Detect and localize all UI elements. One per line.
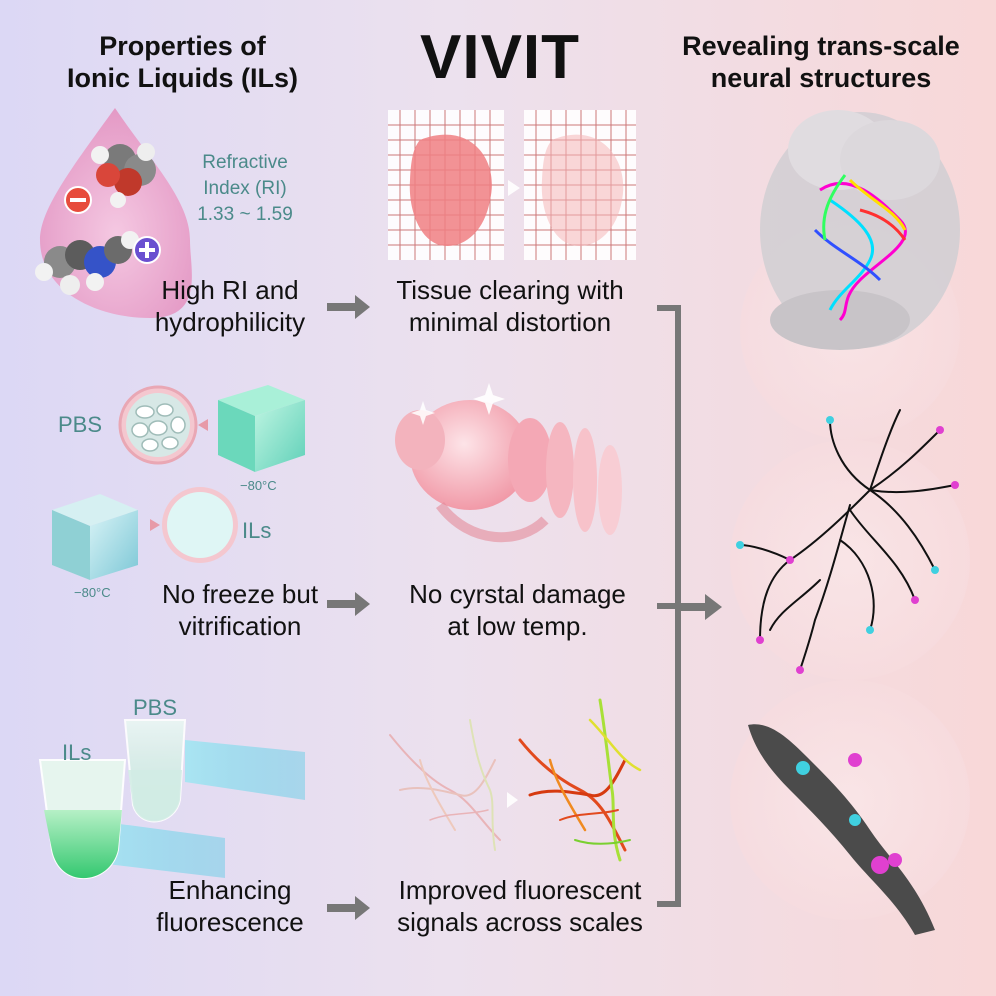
header-right: Revealing trans-scale neural structures — [666, 30, 976, 94]
row2-effect: No cyrstal damage at low temp. — [385, 578, 650, 642]
row2-effect-line1: No cyrstal damage — [409, 579, 626, 609]
row1-effect-line1: Tissue clearing with — [396, 275, 624, 305]
header-right-line2: neural structures — [710, 63, 932, 93]
row3-effect: Improved fluorescent signals across scal… — [380, 874, 660, 938]
row2-effect-line2: at low temp. — [447, 611, 588, 641]
page-title: VIVIT — [420, 23, 581, 92]
ri-line1: Refractive — [202, 152, 288, 173]
ri-line3: 1.33 ~ 1.59 — [197, 204, 293, 225]
row2-property: No freeze but vitrification — [130, 578, 350, 642]
header-left-line1: Properties of — [99, 31, 266, 61]
vitrify-arrow-icon — [150, 519, 160, 531]
arrow-row2 — [327, 592, 370, 616]
pbs-ice-crystal-icon — [118, 385, 198, 465]
header-left: Properties of Ionic Liquids (ILs) — [30, 30, 335, 94]
clearing-arrow-icon — [508, 180, 520, 196]
frozen-cube-icon — [218, 385, 305, 472]
arrow-row1 — [327, 295, 370, 319]
fluorescence-beam-bottom — [90, 820, 225, 878]
row1-property: High RI and hydrophilicity — [110, 274, 350, 338]
pbs-tube-icon — [123, 719, 187, 823]
ionic-liquid-droplet-icon — [35, 108, 192, 318]
il-clear-circle-icon — [162, 487, 238, 563]
row2-property-line1: No freeze but — [161, 579, 319, 609]
header-left-line2: Ionic Liquids (ILs) — [67, 63, 298, 93]
row3-property: Enhancing fluorescence — [115, 874, 345, 938]
row3-effect-line1: Improved fluorescent — [398, 875, 642, 905]
row2-ils-label: ILs — [242, 518, 272, 543]
row1-effect: Tissue clearing with minimal distortion — [375, 274, 645, 338]
single-neuron-icon — [739, 409, 956, 671]
whole-brain-icon — [760, 110, 960, 350]
vitrified-cube-icon — [52, 494, 138, 580]
cleared-brain-icon — [395, 383, 622, 543]
header-right-line1: Revealing trans-scale — [682, 31, 960, 61]
row3-property-line1: Enhancing — [168, 875, 292, 905]
ils-tube-icon — [38, 759, 127, 880]
row3-property-line2: fluorescence — [156, 907, 304, 937]
neuron-spine-dots — [736, 416, 959, 674]
row2-temp-ils: −80°C — [74, 585, 111, 600]
neuron-arrow-icon — [507, 792, 518, 808]
row2-temp-pbs: −80°C — [240, 478, 277, 493]
row1-property-line1: High RI and — [161, 275, 299, 305]
refractive-index-label: Refractive Index (RI) 1.33 ~ 1.59 — [185, 150, 305, 228]
row3-pbs-label: PBS — [133, 695, 178, 720]
bracket-connector — [657, 305, 681, 907]
row3-effect-line2: signals across scales — [397, 907, 643, 937]
arrow-row3 — [327, 896, 370, 920]
freeze-arrow-icon — [198, 419, 208, 431]
arrow-to-right-panel — [678, 594, 722, 620]
clearing-grid-before — [388, 110, 504, 260]
row1-effect-line2: minimal distortion — [408, 307, 612, 337]
row2-pbs-label: PBS — [58, 412, 103, 437]
dendrite-segment-icon — [748, 724, 935, 935]
neuron-before-icon — [389, 719, 501, 851]
row2-property-line2: vitrification — [178, 611, 302, 641]
clearing-grid-after — [524, 110, 636, 260]
row1-property-line2: hydrophilicity — [154, 307, 306, 337]
row3-ils-label: ILs — [62, 740, 92, 765]
ri-line2: Index (RI) — [203, 178, 287, 199]
fluorescence-beam-top — [185, 740, 305, 800]
neuron-after-icon — [518, 698, 642, 862]
